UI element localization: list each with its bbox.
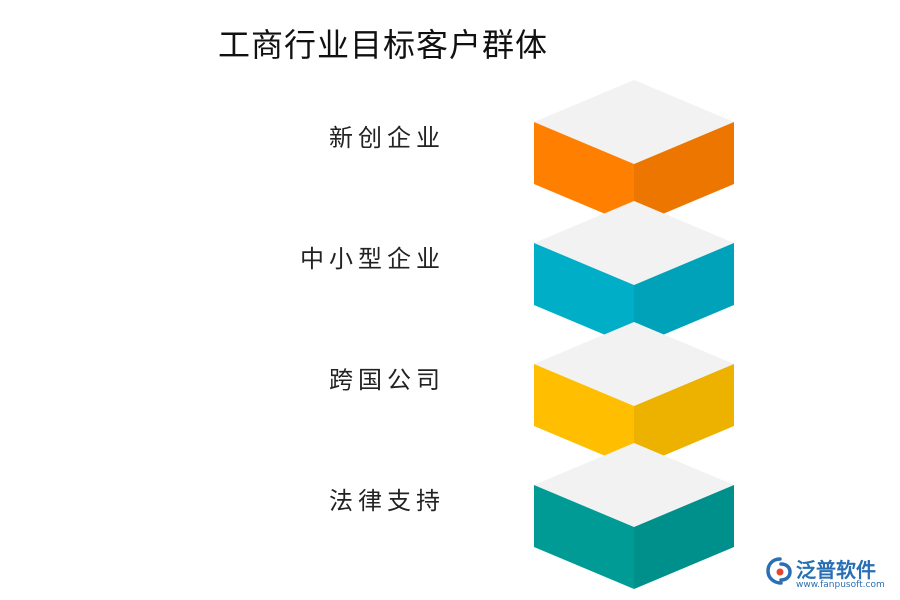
block-left-face-startup (534, 122, 634, 226)
block-left-face-legal-support (534, 485, 634, 589)
segment-label-sme: 中小型企业 (300, 245, 445, 273)
segment-label-legal-support: 法律支持 (329, 487, 445, 515)
block-right-face-startup (634, 122, 734, 226)
fanpu-logo: 泛普软件 www.fanpusoft.com (766, 552, 896, 598)
fanpu-logo-icon (766, 557, 792, 585)
block-right-face-sme (634, 243, 734, 347)
diagram-title: 工商行业目标客户群体 (218, 26, 549, 64)
block-right-face-legal-support (634, 485, 734, 589)
segment-label-startup: 新创企业 (329, 124, 445, 152)
block-left-face-sme (534, 243, 634, 347)
segment-label-multinational: 跨国公司 (329, 366, 445, 394)
isometric-block-stack (534, 80, 734, 589)
block-left-face-multinational (534, 364, 634, 468)
fanpu-logo-url: www.fanpusoft.com (796, 580, 885, 590)
block-right-face-multinational (634, 364, 734, 468)
fanpu-logo-name: 泛普软件 (796, 558, 876, 582)
